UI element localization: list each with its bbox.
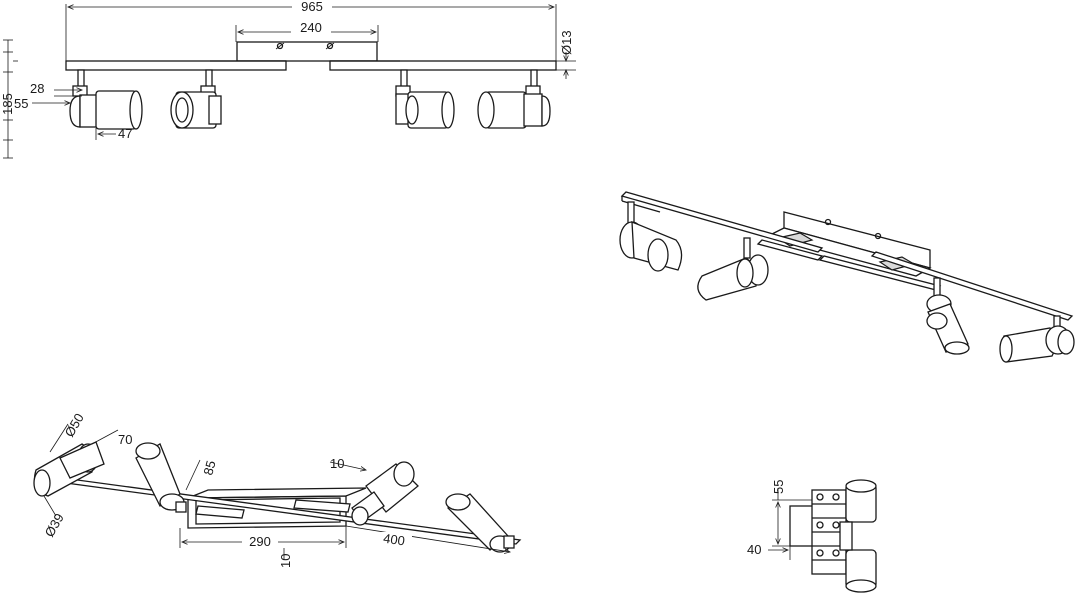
bar-diameter-label: Ø13 [559, 30, 574, 55]
arm-height-label: 28 [30, 81, 44, 96]
spot-height-label: 85 [200, 459, 218, 477]
iso-spot-3 [926, 277, 970, 355]
base-diameter-label: Ø39 [42, 511, 67, 540]
dim-spot-2 [135, 442, 187, 513]
height-label: 185 [0, 93, 15, 115]
dim-spot-3 [351, 461, 419, 526]
plate-gap-label: 10 [278, 554, 293, 568]
plate-length-label: 290 [249, 534, 271, 549]
width-label: 965 [301, 0, 323, 14]
iso-spot-4 [999, 315, 1075, 363]
front-view: 965 240 Ø13 [0, 0, 576, 159]
spot-3 [395, 69, 455, 129]
bar-section-label: 400 [382, 531, 406, 549]
iso-bar-right [870, 251, 1074, 321]
spot-length-label: 47 [118, 126, 132, 141]
side-height-label: 55 [771, 480, 786, 494]
spot-4 [477, 69, 551, 129]
right-bar [329, 60, 557, 71]
spot-1 [69, 69, 143, 130]
plate-width-label: 240 [300, 20, 322, 35]
dimensioned-view: Ø50 70 85 10 290 10 400 Ø39 [33, 411, 522, 568]
iso-spot-1 [619, 201, 683, 272]
side-depth-label: 40 [747, 542, 761, 557]
dim-spot-4 [445, 493, 515, 553]
iso-bar-left [620, 191, 824, 253]
spot-depth-label: 70 [118, 432, 132, 447]
dim-bar [42, 475, 522, 545]
spot-offset-label: 55 [14, 96, 28, 111]
plate-offset-label: 10 [330, 456, 344, 471]
left-bar [65, 60, 287, 71]
dim-spot-1 [33, 441, 105, 497]
mounting-plate [236, 41, 378, 62]
spot-2 [170, 69, 222, 129]
spot-diameter-label: Ø50 [62, 411, 87, 440]
iso-view [619, 191, 1075, 363]
iso-spot-2 [697, 237, 769, 301]
side-view: 55 40 [747, 479, 877, 593]
